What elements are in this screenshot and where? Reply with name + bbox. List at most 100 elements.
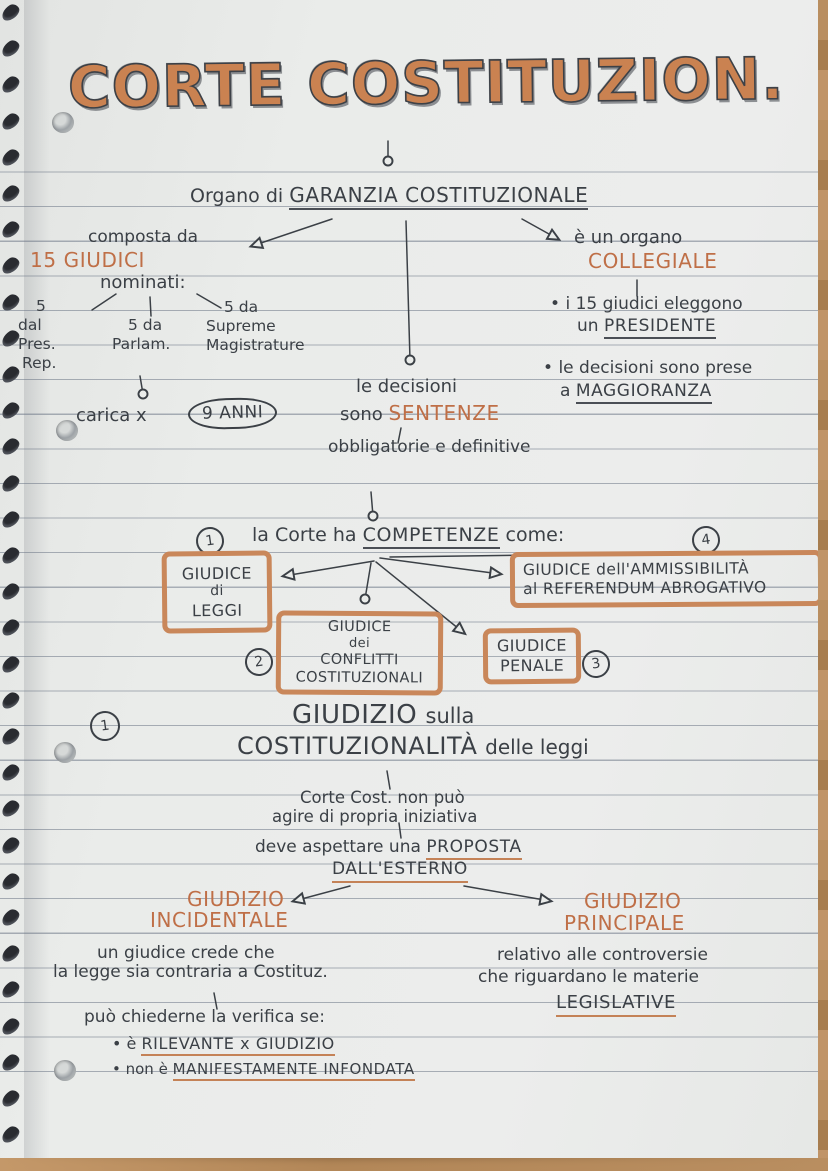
nominee-line: Parlam. — [112, 335, 171, 353]
spiral-ring — [0, 834, 23, 856]
presidente-term: PRESIDENTE — [603, 316, 717, 339]
nominee-line: 5 da — [224, 298, 259, 316]
box-line: LEGGI — [191, 600, 243, 620]
box-conflitti-costituzionali: GIUDICE dei CONFLITTI COSTITUZIONALI — [275, 610, 444, 696]
giudizio-term: GIUDIZIO — [292, 700, 418, 730]
box-line: GIUDICE — [496, 636, 567, 656]
spiral-ring — [0, 218, 23, 241]
infondata-prefix: non è — [125, 1060, 168, 1078]
incidentale-body-2: la legge sia contraria a Costituz. — [53, 962, 328, 982]
decisioni-line-2: sono SENTENZE — [340, 401, 500, 426]
principale-body-1: relativo alle controversie — [497, 945, 708, 965]
quindici-giudici-value: 15 GIUDICI — [30, 248, 146, 272]
spiral-ring — [0, 942, 23, 965]
bullet-presidente-line-2: un PRESIDENTE — [577, 316, 717, 339]
box-line: PENALE — [499, 655, 565, 676]
principale-title-1: GIUDIZIO — [584, 889, 682, 913]
notebook-page: CORTE COSTITUZION. Organo di GARANZIA CO… — [0, 0, 818, 1158]
nominee-line: 5 da — [128, 316, 163, 334]
spiral-ring — [0, 146, 23, 168]
punch-hole — [54, 742, 76, 763]
box-line: dei — [348, 636, 371, 652]
spiral-ring — [0, 653, 23, 675]
spiral-ring — [0, 544, 23, 567]
rilevante-prefix: è — [126, 1034, 137, 1053]
spiral-ring — [0, 761, 23, 784]
table-surface-right — [818, 0, 828, 1171]
bullet-rilevante: è RILEVANTE x GIUDIZIO — [112, 1034, 335, 1056]
spiral-ring — [0, 689, 23, 711]
spiral-ring — [0, 906, 23, 929]
definition-line: Organo di GARANZIA COSTITUZIONALE — [190, 183, 589, 210]
spiral-ring — [0, 1, 23, 24]
spiral-ring — [0, 327, 23, 349]
definition-term: GARANZIA COSTITUZIONALE — [289, 183, 589, 210]
box-giudice-penale: GIUDICE PENALE — [482, 627, 582, 685]
proposta-line: deve aspettare una PROPOSTA — [255, 837, 522, 860]
spiral-ring — [0, 1123, 23, 1146]
decisioni-line-1: le decisioni — [356, 376, 457, 397]
box-line: GIUDICE — [181, 563, 252, 584]
spiral-ring — [0, 580, 23, 603]
box-referendum-abrogativo: GIUDICE dell'AMMISSIBILITÀ al REFERENDUM… — [509, 549, 824, 609]
spiral-ring — [0, 508, 23, 530]
nominee-line: dal — [18, 316, 42, 334]
spiral-ring — [0, 182, 23, 205]
competenze-suffix: come: — [505, 524, 565, 546]
spiral-ring — [0, 1015, 23, 1037]
bullet-presidente-line-1: i 15 giudici eleggono — [550, 294, 742, 315]
spiral-ring — [0, 110, 23, 132]
presidente-prefix: un — [577, 316, 599, 336]
table-surface-bottom — [0, 1158, 828, 1171]
corte-note-line-2: agire di propria iniziativa — [272, 807, 478, 826]
verifica-label: può chiederne la verifica se: — [84, 1007, 325, 1027]
box-line: COSTITUZIONALI — [295, 669, 424, 687]
bullet-infondata: non è MANIFESTAMENTE INFONDATA — [112, 1060, 415, 1081]
dallesterno-term: DALL'ESTERNO — [332, 859, 468, 883]
corte-note-line-1: Corte Cost. non può — [300, 788, 465, 807]
spiral-ring — [0, 617, 23, 639]
incidentale-title-1: GIUDIZIO — [187, 887, 285, 911]
nominee-pres-rep: 5 dal Pres. Rep. — [18, 297, 56, 373]
nominee-parlamento: 5 da Parlam. — [112, 316, 170, 354]
punch-hole — [56, 420, 78, 441]
punch-hole — [54, 1060, 76, 1081]
box-line: GIUDICE — [327, 618, 392, 635]
spiral-ring — [0, 1087, 23, 1110]
spiral-ring — [0, 74, 23, 96]
box-line: al REFERENDUM ABROGATIVO — [523, 578, 767, 599]
decisioni-prefix: sono — [340, 404, 383, 425]
costituzionalita-term: COSTITUZIONALITÀ — [237, 732, 478, 760]
giudizio-suffix: sulla — [425, 704, 475, 728]
nominee-magistrature: 5 da Supreme Magistrature — [206, 298, 305, 355]
box-line: GIUDICE dell'AMMISSIBILITÀ — [522, 559, 750, 580]
incidentale-body-1: un giudice crede che — [97, 943, 275, 963]
spiral-ring — [0, 255, 23, 277]
sentenze-term: SENTENZE — [388, 401, 500, 425]
spiral-ring — [0, 472, 23, 494]
infondata-term: MANIFESTAMENTE INFONDATA — [172, 1060, 415, 1081]
box-giudice-di-leggi: GIUDICE di LEGGI — [161, 550, 273, 634]
page-title: CORTE COSTITUZION. — [67, 44, 786, 122]
spiral-ring — [0, 979, 23, 1001]
nominati-label: nominati: — [100, 272, 186, 293]
proposta-prefix: deve aspettare una — [255, 837, 421, 857]
nominee-line: Supreme — [206, 317, 276, 335]
spiral-ring — [0, 798, 23, 820]
costituzionalita-suffix: delle leggi — [485, 735, 589, 759]
composta-da-label: composta da — [88, 227, 199, 247]
spiral-ring — [0, 436, 23, 458]
bullet-maggioranza-line-2: a MAGGIORANZA — [560, 381, 712, 404]
giudizio-title-line-2: COSTITUZIONALITÀ delle leggi — [237, 732, 589, 761]
collegiale-term: COLLEGIALE — [588, 249, 718, 273]
spiral-binding — [0, 0, 26, 1158]
carica-label: carica x — [76, 405, 147, 426]
spiral-ring — [0, 870, 23, 892]
giudizio-title-line-1: GIUDIZIO sulla — [292, 700, 474, 730]
spiral-ring — [0, 399, 23, 422]
maggioranza-prefix: a — [560, 381, 571, 401]
spiral-ring — [0, 37, 23, 60]
spiral-ring — [0, 363, 23, 386]
competenze-intro: la Corte ha COMPETENZE come: — [252, 524, 565, 549]
bullet-maggioranza-line-1: le decisioni sono prese — [543, 358, 752, 379]
